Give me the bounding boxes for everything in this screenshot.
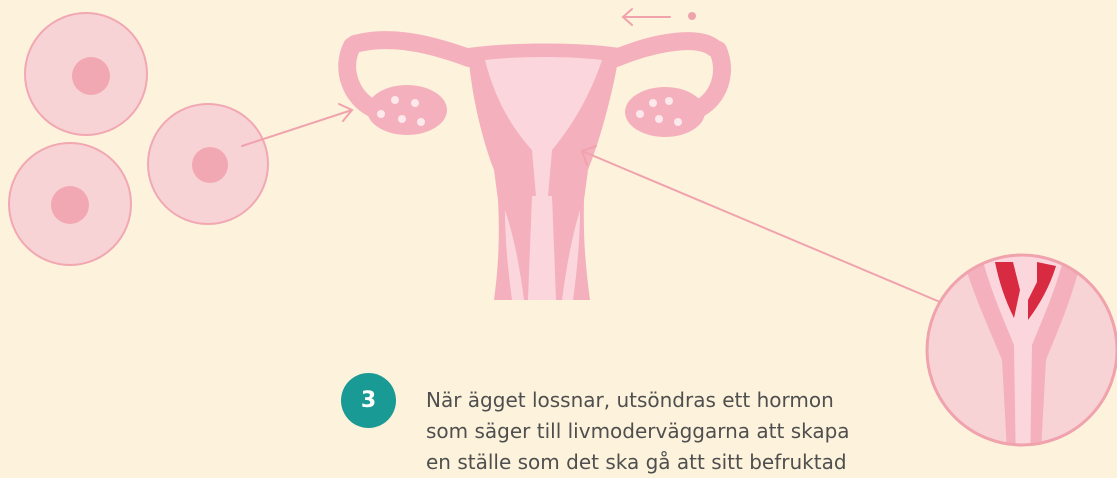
egg-cell-top	[25, 13, 147, 135]
step-number: 3	[361, 388, 376, 413]
uterine-lining-detail-icon	[927, 250, 1117, 463]
step-description: När ägget lossnar, utsöndras ett hormon …	[426, 385, 946, 478]
step-description-line-1: När ägget lossnar, utsöndras ett hormon	[426, 385, 946, 416]
arrow-detail-to-uterus	[582, 146, 940, 302]
uterus-icon	[347, 40, 722, 300]
egg-cell-bottom	[9, 143, 131, 265]
egg-cell-released	[148, 104, 268, 224]
arrow-egg-to-ovary	[242, 104, 352, 146]
arrow-egg-travel	[623, 9, 670, 25]
step-description-line-2: som säger till livmoderväggarna att skap…	[426, 416, 946, 447]
traveling-egg-dot	[688, 12, 696, 20]
step-number-badge: 3	[341, 373, 396, 428]
